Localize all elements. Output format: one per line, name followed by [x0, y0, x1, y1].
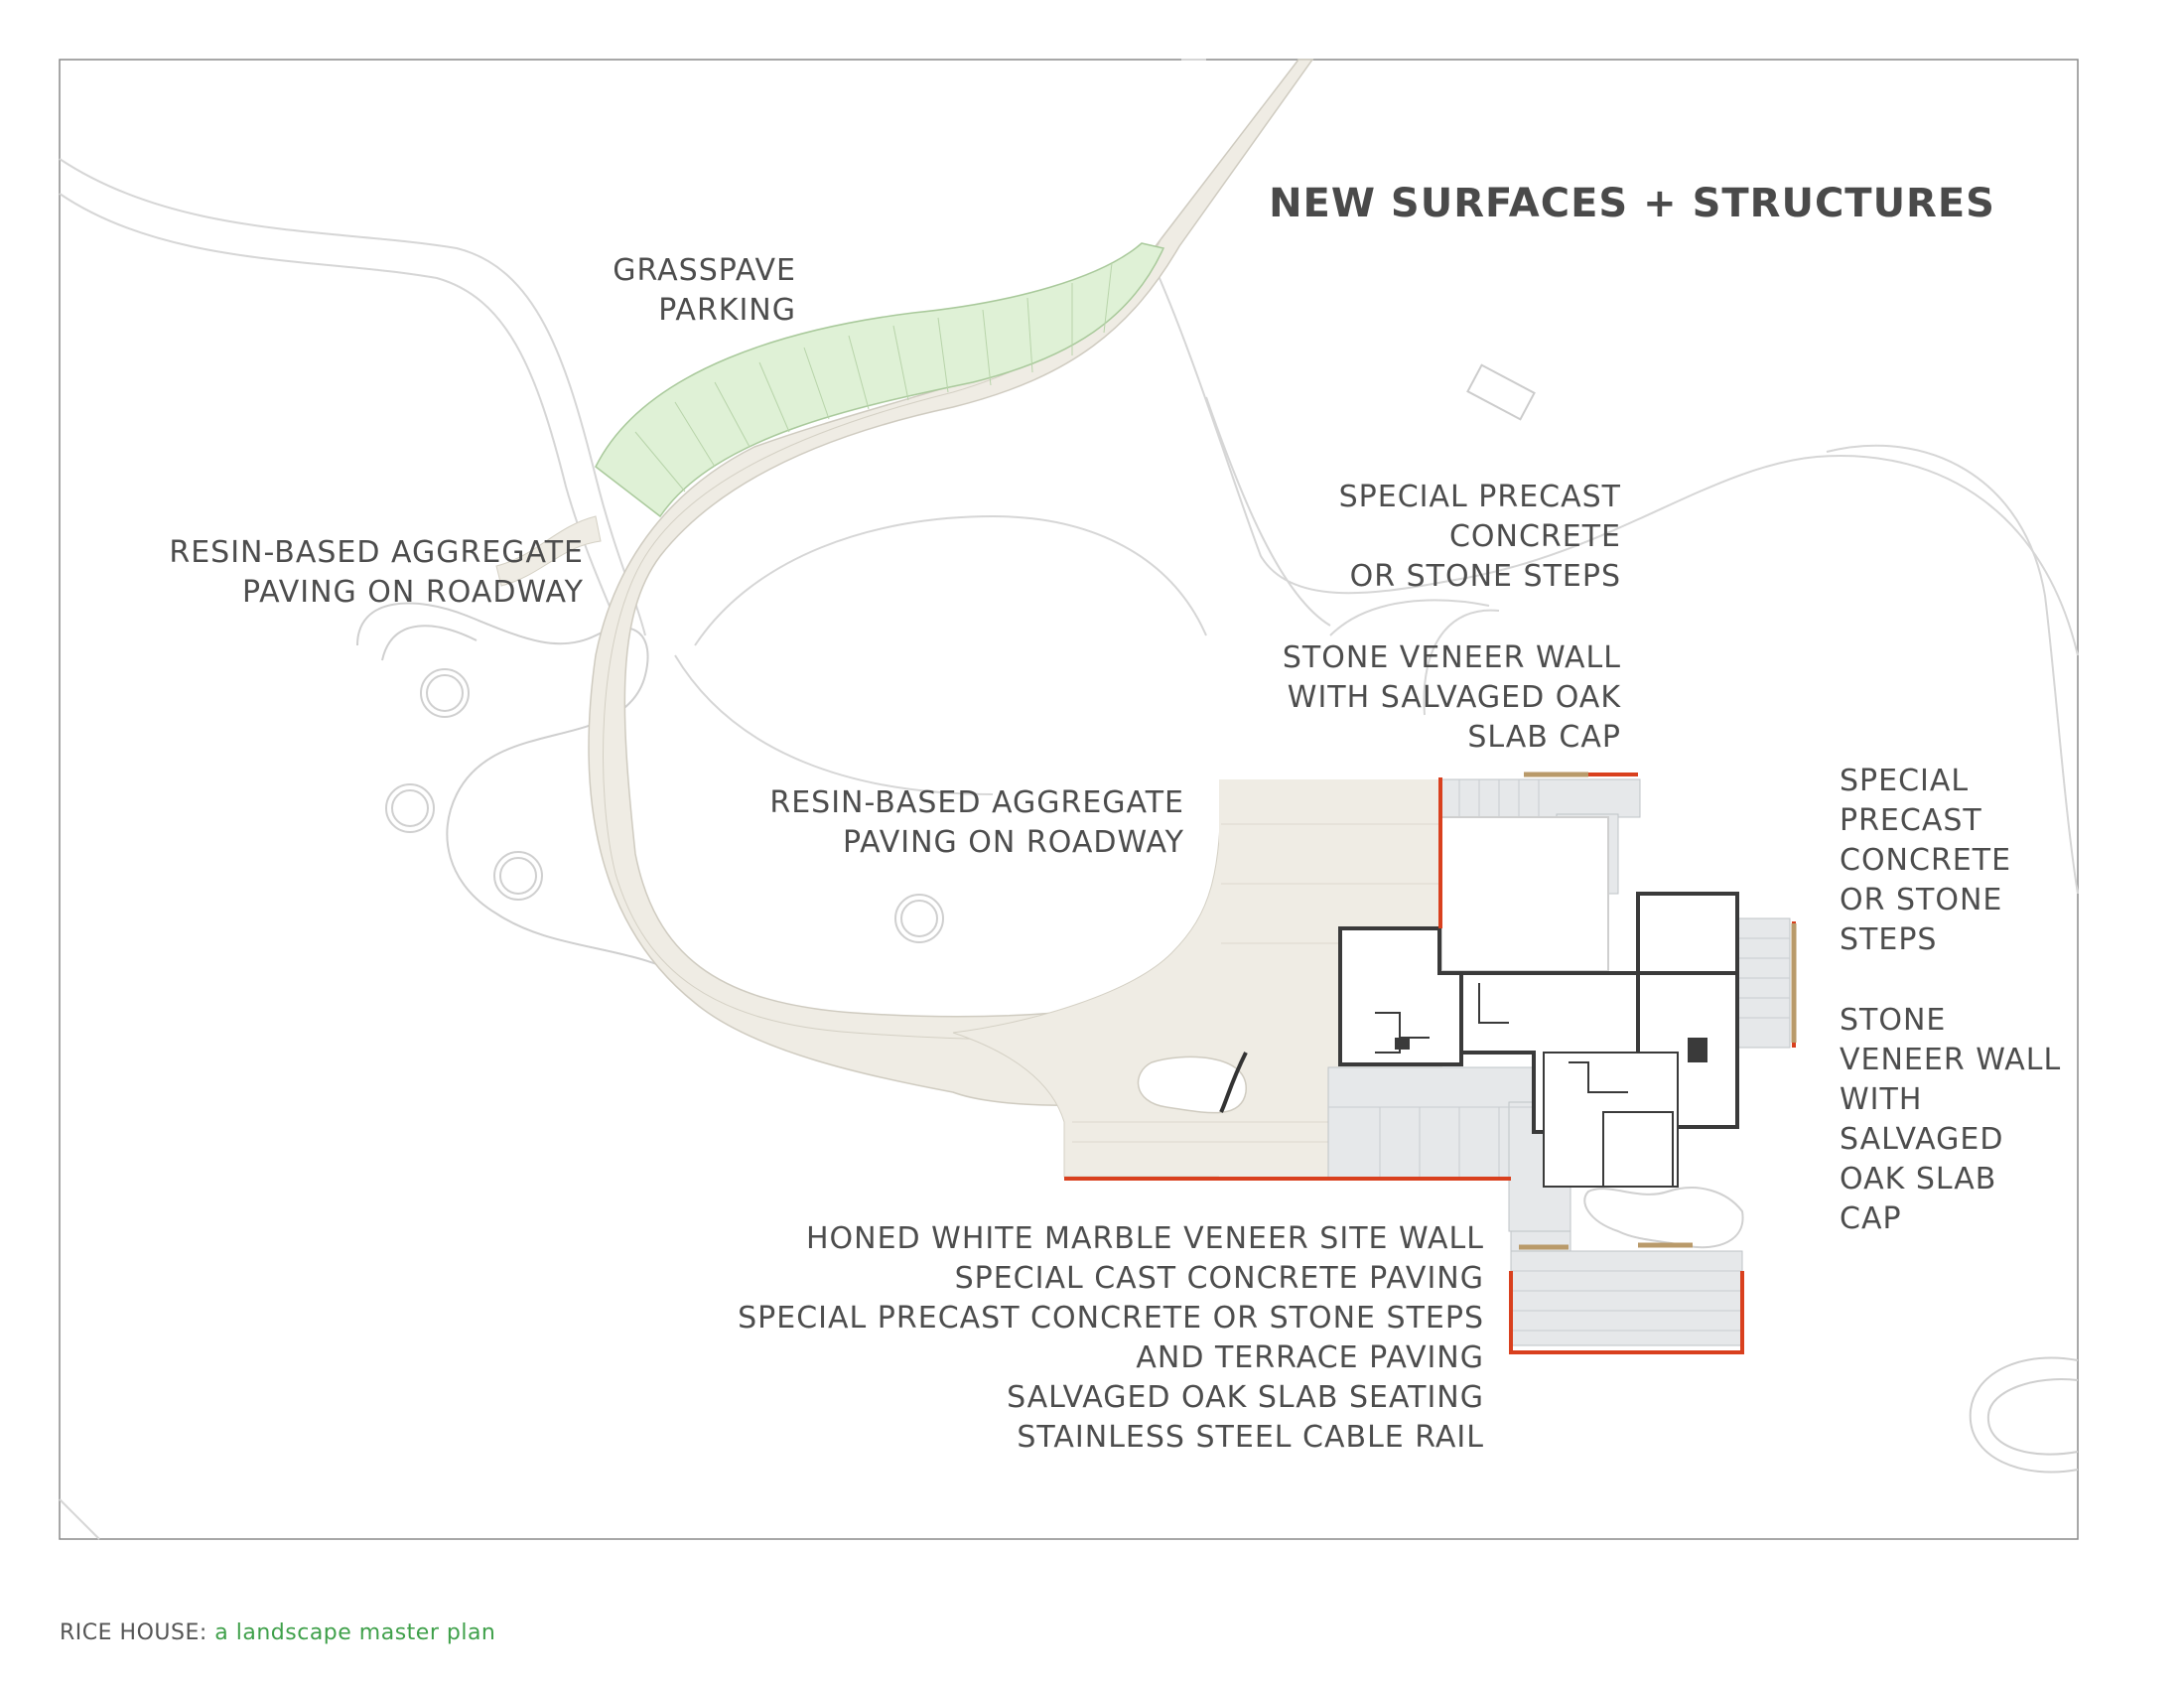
label-line: SLAB CAP [1467, 720, 1621, 755]
label-line: WITH [1840, 1082, 1922, 1117]
label-bottom-materials: HONED WHITE MARBLE VENEER SITE WALL SPEC… [738, 1221, 1484, 1455]
label-line: SALVAGED OAK SLAB SEATING [1007, 1380, 1484, 1415]
label-line: AND TERRACE PAVING [1136, 1340, 1484, 1375]
page-footer: RICE HOUSE: a landscape master plan [60, 1620, 495, 1645]
label-line: SPECIAL PRECAST CONCRETE OR STONE STEPS [738, 1301, 1484, 1336]
label-line: SALVAGED [1840, 1122, 2003, 1157]
oval-planter [1137, 1055, 1247, 1114]
label-line: HONED WHITE MARBLE VENEER SITE WALL [806, 1221, 1484, 1256]
oak-slab-caps [1519, 772, 1797, 1250]
label-line: STONE VENEER WALL [1283, 640, 1621, 675]
label-line: PARKING [658, 293, 796, 328]
label-line: CAP [1840, 1201, 1902, 1236]
label-resin-paving-center: RESIN-BASED AGGREGATE PAVING ON ROADWAY [769, 785, 1184, 860]
label-line: PAVING ON ROADWAY [843, 825, 1184, 860]
label-resin-paving-left: RESIN-BASED AGGREGATE PAVING ON ROADWAY [169, 535, 584, 610]
label-line: STEPS [1840, 922, 1937, 957]
label-wall-upper: STONE VENEER WALL WITH SALVAGED OAK SLAB… [1283, 640, 1622, 755]
footer-project-name: RICE HOUSE: [60, 1620, 207, 1645]
label-line: SPECIAL PRECAST [1339, 480, 1621, 514]
label-line: STONE [1840, 1003, 1946, 1038]
label-line: CONCRETE [1840, 843, 2011, 878]
plan-frame [59, 59, 2079, 1540]
label-line: SPECIAL [1840, 764, 1969, 798]
label-steps-right: SPECIAL PRECAST CONCRETE OR STONE STEPS [1840, 764, 2011, 957]
plan-title: NEW SURFACES + STRUCTURES [1269, 181, 1995, 226]
label-line: VENEER WALL [1840, 1043, 2061, 1077]
label-line: OR STONE [1840, 883, 2002, 917]
label-line: RESIN-BASED AGGREGATE [769, 785, 1184, 820]
label-line: SPECIAL CAST CONCRETE PAVING [955, 1261, 1484, 1296]
label-line: PRECAST [1840, 803, 1982, 838]
grasspave-parking-area [595, 242, 1165, 518]
label-line: RESIN-BASED AGGREGATE [169, 535, 584, 570]
label-wall-right: STONE VENEER WALL WITH SALVAGED OAK SLAB… [1840, 1003, 2061, 1236]
label-line: OAK SLAB [1840, 1162, 1996, 1196]
label-line: WITH SALVAGED OAK [1288, 680, 1622, 715]
label-steps-upper: SPECIAL PRECAST CONCRETE OR STONE STEPS [1339, 480, 1621, 594]
label-line: PAVING ON ROADWAY [242, 575, 584, 610]
label-grasspave-parking: GRASSPAVE PARKING [613, 253, 796, 328]
label-line: OR STONE STEPS [1350, 559, 1621, 594]
label-line: GRASSPAVE [613, 253, 796, 288]
label-line: STAINLESS STEEL CABLE RAIL [1017, 1420, 1484, 1455]
label-line: CONCRETE [1449, 519, 1621, 554]
footer-subtitle: a landscape master plan [214, 1620, 496, 1645]
